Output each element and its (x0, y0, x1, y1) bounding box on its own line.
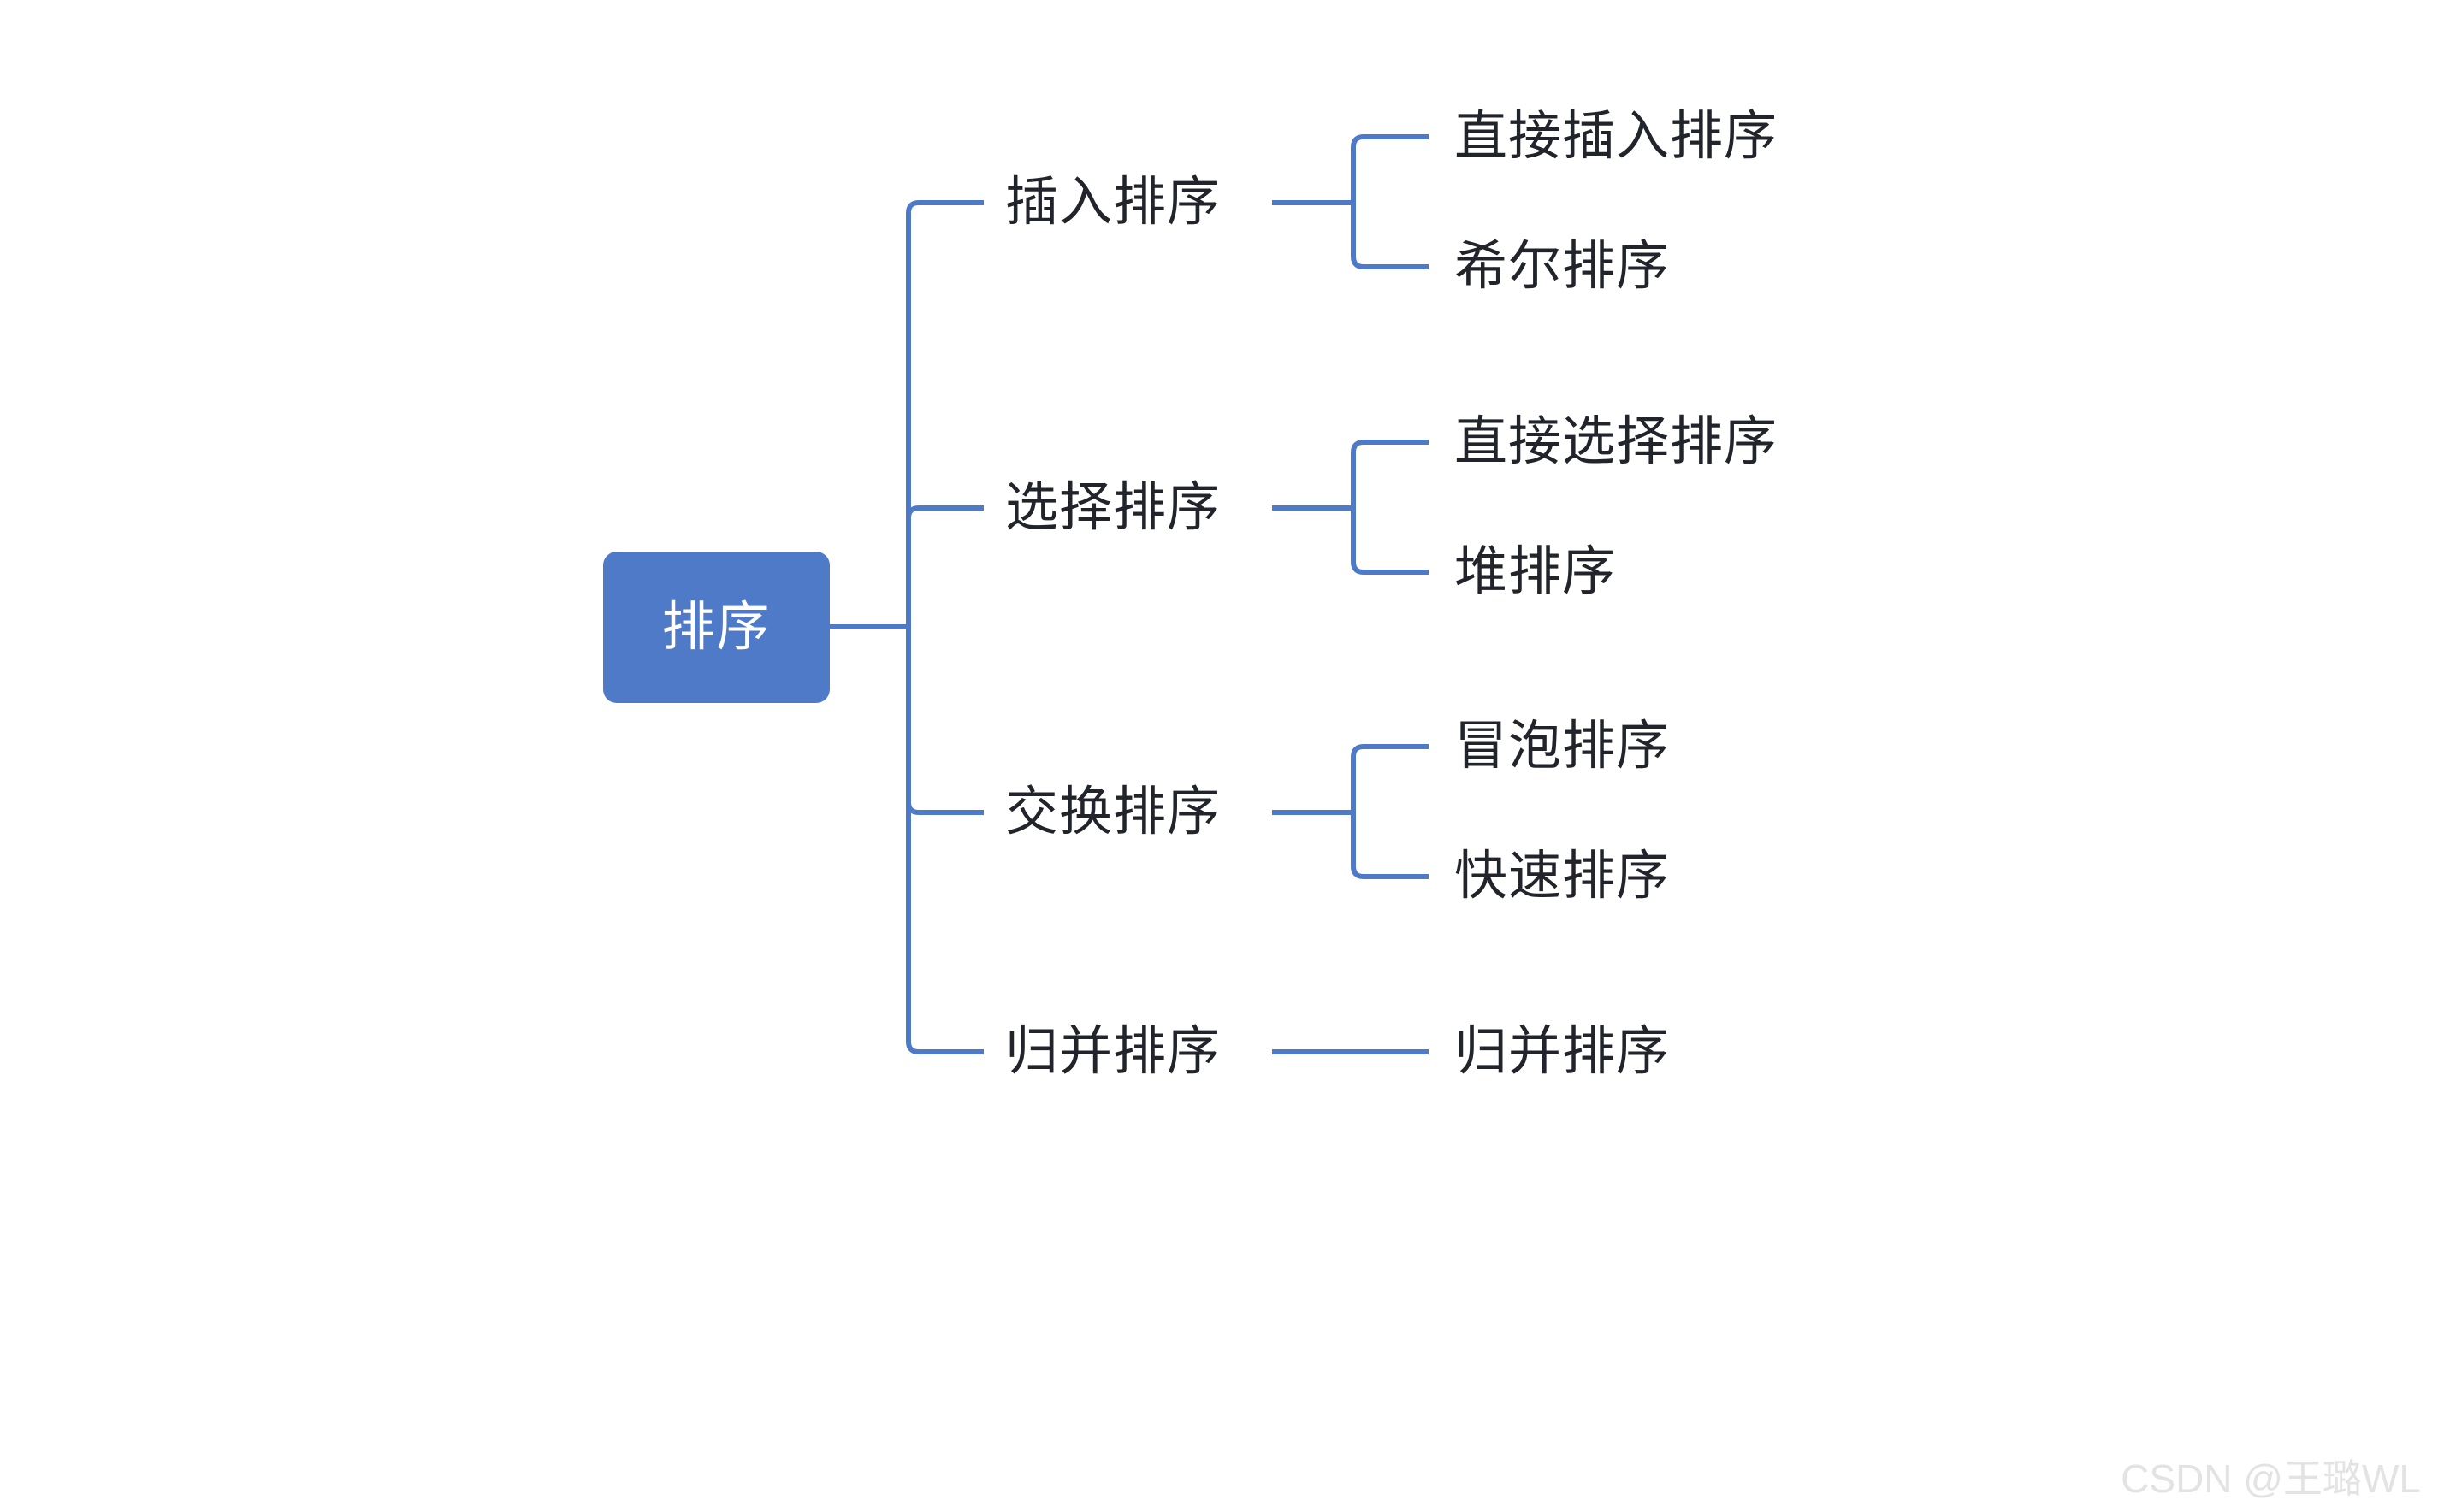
branch-node-insertion-sort[interactable]: 插入排序 (1005, 173, 1222, 232)
wire-branch-3-child-2 (1351, 812, 1429, 879)
wire-branch-3-child-1 (1351, 744, 1429, 812)
branch-node-exchange-sort[interactable]: 交换排序 (1005, 783, 1222, 842)
wire-trunk-branch-1 (906, 200, 984, 627)
wire-trunk-branch-3 (906, 627, 984, 815)
leaf-node-merge-sort[interactable]: 归并排序 (1454, 1022, 1671, 1081)
leaf-node-direct-insertion-sort[interactable]: 直接插入排序 (1454, 107, 1778, 166)
branch-node-merge-sort[interactable]: 归并排序 (1005, 1022, 1222, 1081)
leaf-node-bubble-sort[interactable]: 冒泡排序 (1454, 717, 1671, 776)
leaf-node-quick-sort[interactable]: 快速排序 (1454, 847, 1671, 906)
wire-trunk-branch-2 (906, 505, 984, 627)
root-node-label: 排序 (661, 597, 772, 657)
wire-trunk-branch-4 (906, 627, 984, 1054)
root-node[interactable]: 排序 (603, 552, 830, 703)
leaf-node-shell-sort[interactable]: 希尔排序 (1454, 237, 1671, 296)
branch-node-selection-sort[interactable]: 选择排序 (1005, 478, 1222, 537)
wire-branch-1-child-2 (1351, 203, 1429, 269)
watermark: CSDN @王璐WL (2121, 1456, 2421, 1501)
wire-branch-2-child-2 (1351, 508, 1429, 575)
wire-branch-2-child-1 (1351, 440, 1429, 508)
leaf-node-heap-sort[interactable]: 堆排序 (1454, 542, 1617, 601)
wire-branch-1-child-1 (1351, 134, 1429, 203)
leaf-node-direct-selection-sort[interactable]: 直接选择排序 (1454, 412, 1778, 471)
